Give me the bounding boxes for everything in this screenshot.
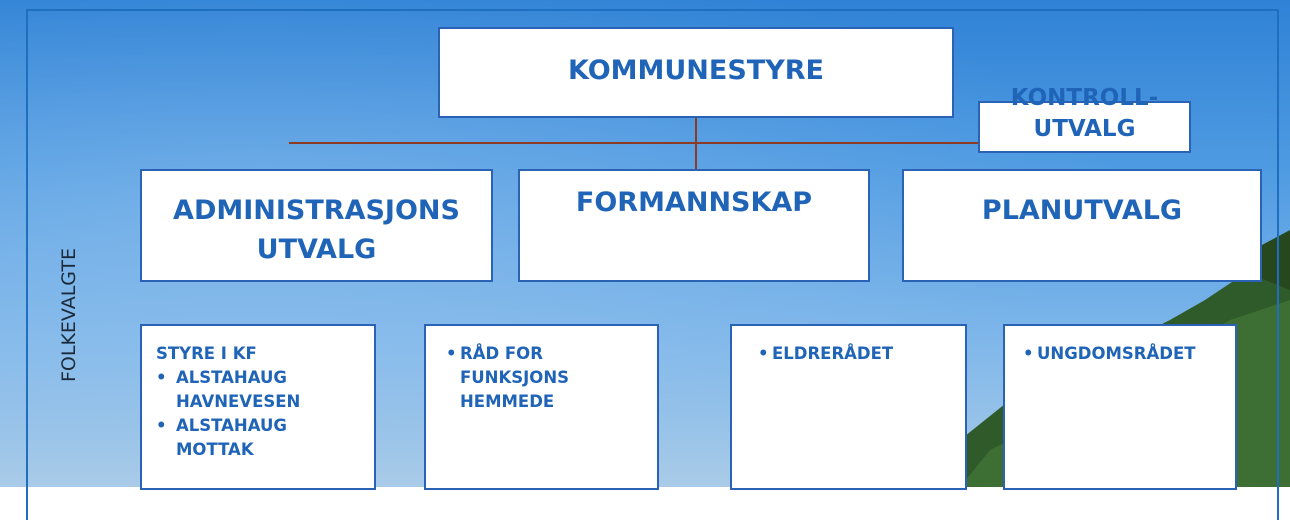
kontrollutvalg-line-1: KONTROLL- [1010,85,1159,111]
board-item-line: HEMMEDE [460,392,555,411]
board-item: • RÅD FOR FUNKSJONS HEMMEDE [446,342,657,414]
bullet: • [1023,344,1034,363]
funksjonshemmede-box: • RÅD FOR FUNKSJONS HEMMEDE [424,324,659,490]
bullet: • [446,344,457,363]
board-item: • ELDRERÅDET [758,342,965,366]
connector-vertical [695,117,697,169]
administrasjonsutvalg-line-1: ADMINISTRASJONS [173,195,460,226]
formannskap-label: FORMANNSKAP [575,187,813,218]
kontrollutvalg-box: KONTROLL- UTVALG [978,85,1191,153]
board-item-line: RÅD FOR [460,344,543,363]
planutvalg-label: PLANUTVALG [981,195,1183,226]
bullet: • [758,344,769,363]
formannskap-box: FORMANNSKAP [518,169,870,282]
side-label: FOLKEVALGTE [58,248,80,382]
administrasjonsutvalg-line-2: UTVALG [256,234,377,265]
administrasjonsutvalg-box: ADMINISTRASJONS UTVALG [140,169,493,282]
board-item-line: ELDRERÅDET [772,344,894,363]
board-item: • UNGDOMSRÅDET [1023,342,1235,366]
board-item-line: HAVNEVESEN [176,392,301,411]
board-item: • ALSTAHAUG HAVNEVESEN [156,366,374,414]
bullet: • [156,368,167,387]
styre-i-kf-heading: STYRE I KF [156,344,257,363]
board-item-line: MOTTAK [176,440,254,459]
board-item: • ALSTAHAUG MOTTAK [156,414,374,462]
planutvalg-box: PLANUTVALG [902,169,1262,282]
board-item-line: FUNKSJONS [460,368,570,387]
kommunestyre-box: KOMMUNESTYRE [438,27,954,118]
connector-horizontal [289,142,979,144]
board-item-line: ALSTAHAUG [176,416,287,435]
kommunestyre-label: KOMMUNESTYRE [567,55,824,86]
diagram-frame [26,9,1279,520]
eldreradet-box: • ELDRERÅDET [730,324,967,490]
styre-i-kf-box: STYRE I KF • ALSTAHAUG HAVNEVESEN • ALST… [140,324,376,490]
bullet: • [156,416,167,435]
board-item-line: UNGDOMSRÅDET [1037,344,1196,363]
ungdomsradet-box: • UNGDOMSRÅDET [1003,324,1237,490]
kontrollutvalg-line-2: UTVALG [1033,116,1136,142]
board-item-line: ALSTAHAUG [176,368,287,387]
